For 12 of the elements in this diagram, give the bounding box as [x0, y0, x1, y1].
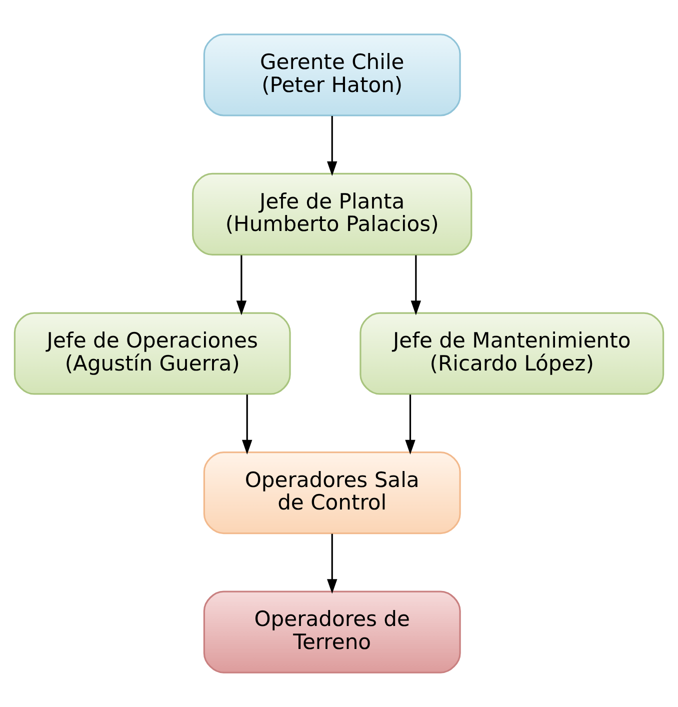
arrow — [242, 394, 252, 454]
arrow — [236, 255, 247, 316]
node-box: Jefe de Operaciones (Agustín Guerra) — [14, 312, 291, 395]
arrow — [410, 255, 422, 316]
node-box: Operadores Sala de Control — [203, 451, 461, 534]
arrow — [327, 116, 338, 176]
node-box: Jefe de Planta (Humberto Palacios) — [192, 172, 472, 256]
arrow — [405, 394, 416, 454]
arrow — [327, 534, 338, 594]
node-box: Gerente Chile (Peter Haton) — [203, 34, 461, 116]
node-box: Operadores de Terreno — [203, 590, 461, 674]
node-box: Jefe de Mantenimiento (Ricardo López) — [360, 312, 664, 395]
